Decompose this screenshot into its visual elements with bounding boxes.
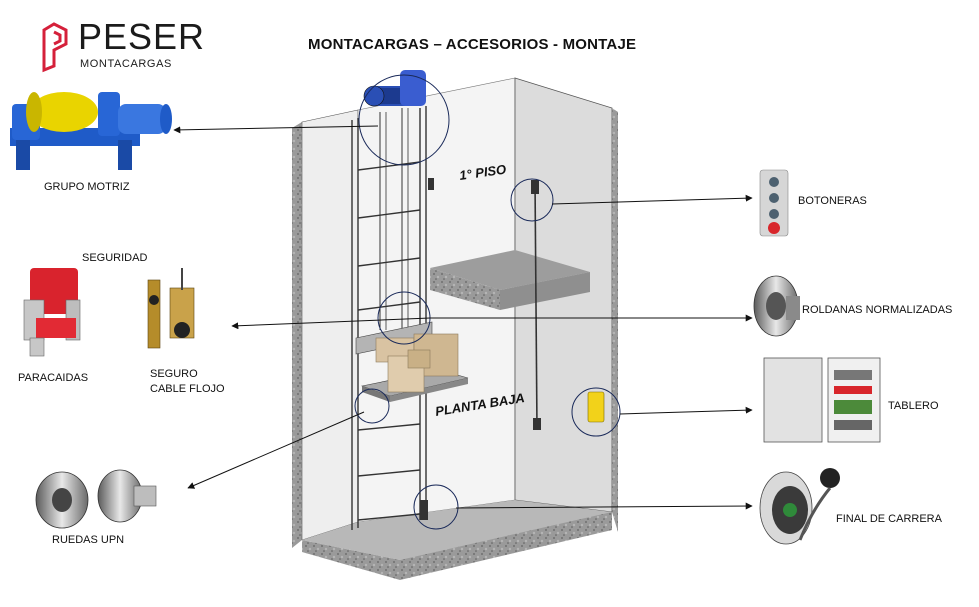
ruedas-upn-image	[35, 469, 157, 529]
label-tablero: TABLERO	[888, 400, 939, 412]
label-cable-flojo: CABLE FLOJO	[150, 383, 225, 395]
lower-floor-device	[533, 418, 541, 430]
seguro-cable-flojo-image	[147, 268, 195, 349]
label-botoneras: BOTONERAS	[798, 195, 867, 207]
page-title: MONTACARGAS – ACCESORIOS - MONTAJE	[308, 36, 637, 53]
final-carrera-image	[759, 468, 840, 545]
label-paracaidas: PARACAIDAS	[18, 372, 89, 384]
label-final-carrera: FINAL DE CARRERA	[836, 513, 942, 525]
shaft-structure	[292, 77, 618, 580]
guide-rails	[351, 106, 538, 530]
tablero-image	[763, 357, 881, 443]
final-carrera-device	[587, 391, 605, 423]
label-ruedas-upn: RUEDAS UPN	[52, 534, 125, 546]
upper-floor-device	[428, 178, 434, 190]
floor-label-upper: 1° PISO	[458, 162, 507, 183]
peser-logo-icon	[42, 22, 68, 73]
botonera-mount	[531, 180, 539, 194]
roldanas-image	[753, 275, 800, 337]
label-seguro: SEGURO	[150, 368, 198, 380]
label-roldanas: ROLDANAS NORMALIZADAS	[802, 304, 953, 316]
brand-subtitle: MONTACARGAS	[80, 58, 172, 70]
paracaidas-image	[23, 268, 81, 357]
callout-arrows	[173, 125, 753, 510]
grupo-motriz-image	[10, 92, 172, 170]
label-grupo-motriz: GRUPO MOTRIZ	[44, 181, 130, 193]
label-seguridad: SEGURIDAD	[82, 252, 148, 264]
brand-name: PESER	[78, 16, 206, 57]
floor-limit-device	[420, 500, 428, 520]
botoneras-image	[759, 169, 789, 237]
